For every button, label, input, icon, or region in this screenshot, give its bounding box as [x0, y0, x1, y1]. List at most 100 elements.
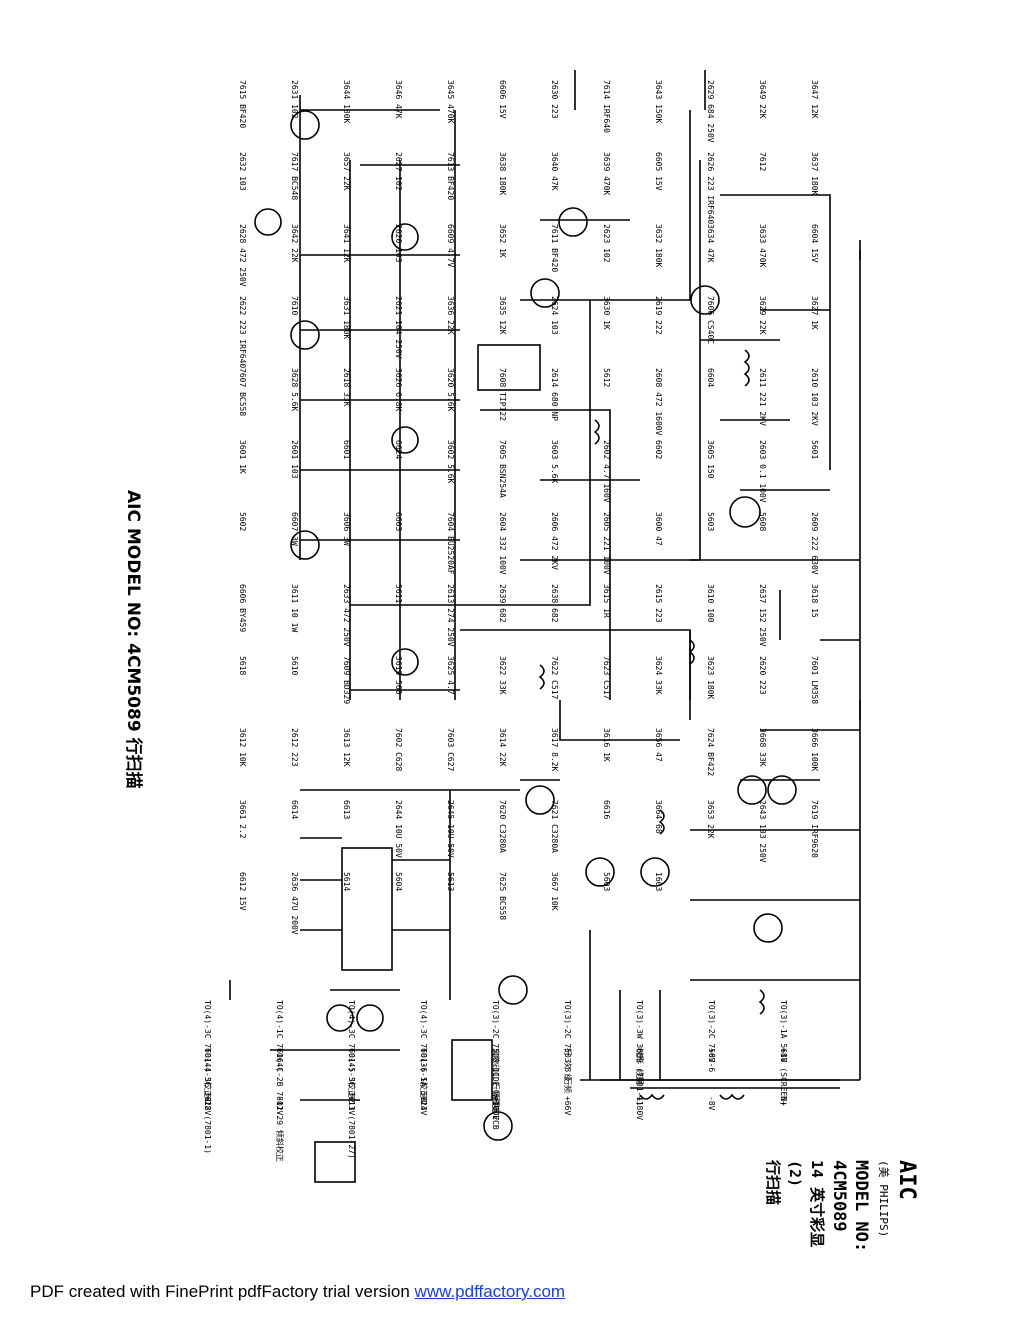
- component-label-18: 3640 47K: [550, 152, 559, 191]
- component-label-118: 3668 33K: [758, 728, 767, 767]
- component-label-22: 7612: [758, 152, 767, 171]
- pdf-footer: PDF created with FinePrint pdfFactory tr…: [30, 1282, 565, 1302]
- component-label-70: 2603 0.1 100V: [758, 440, 767, 503]
- component-label-93: 3610 100: [706, 584, 715, 623]
- component-label-54: 2614 680 NP: [550, 368, 559, 421]
- component-label-128: 3664 68: [654, 800, 663, 834]
- component-label-86: 2633 472 250V: [342, 584, 351, 647]
- annotation-label-22: +100V: [491, 1096, 500, 1120]
- component-label-27: 2620 103: [394, 224, 403, 263]
- model-label: MODEL NO:: [851, 1160, 871, 1252]
- brand-note: (美 PHILIPS): [877, 1160, 890, 1237]
- component-label-133: 2636 47U 200V: [290, 872, 299, 935]
- component-label-81: 5603: [706, 512, 715, 531]
- component-label-10: 3649 22K: [758, 80, 767, 119]
- component-label-25: 3642 22K: [290, 224, 299, 263]
- component-label-130: 2643 103 250V: [758, 800, 767, 863]
- component-label-126: 7621 C3280A: [550, 800, 559, 853]
- component-label-103: 7623 C517: [602, 656, 611, 700]
- component-label-134: 5614: [342, 872, 351, 891]
- component-label-9: 2629 684 250V: [706, 80, 715, 143]
- component-label-105: 3623 180K: [706, 656, 715, 700]
- annotation-label-9: TO(4)-3C 3628 (7801-1): [203, 1048, 212, 1154]
- component-label-120: 3661 2.2: [238, 800, 247, 839]
- component-label-109: 2612 223: [290, 728, 299, 767]
- annotation-label-15: 枕形 线圈: [635, 1048, 645, 1085]
- component-label-72: 5602: [238, 512, 247, 531]
- component-label-3: 3646 47K: [394, 80, 403, 119]
- component-label-77: 2604 332 100V: [498, 512, 507, 575]
- component-label-28: 6609 4.7V: [446, 224, 455, 268]
- component-label-40: 3636 22K: [446, 296, 455, 335]
- component-label-115: 3616 1K: [602, 728, 611, 762]
- component-label-13: 7617 BC548: [290, 152, 299, 200]
- component-label-58: 2611 221 2KV: [758, 368, 767, 426]
- annotation-label-8: TO(3)-1A 5618 (SCREEN): [779, 1000, 788, 1106]
- component-label-29: 3652 1K: [498, 224, 507, 258]
- component-label-50: 2618 33K: [342, 368, 351, 407]
- component-label-84: 6606 BY459: [238, 584, 247, 632]
- component-label-31: 2623 102: [602, 224, 611, 263]
- component-label-123: 2644 10U 50V: [394, 800, 403, 858]
- annotation-label-16: +6V: [707, 1048, 716, 1063]
- annotation-label-20: +13V: [347, 1096, 356, 1115]
- component-label-11: 3647 12K: [810, 80, 819, 119]
- component-label-107: 7601 LM358: [810, 656, 819, 704]
- component-label-92: 2615 223: [654, 584, 663, 623]
- component-label-132: 6612 15V: [238, 872, 247, 911]
- component-label-101: 3622 33K: [498, 656, 507, 695]
- component-label-38: 3631 180K: [342, 296, 351, 340]
- component-label-24: 2628 472 250V: [238, 224, 247, 287]
- component-label-69: 3605 150: [706, 440, 715, 479]
- component-label-47: 3627 1K: [810, 296, 819, 330]
- component-label-0: 7615 BF420: [238, 80, 247, 128]
- brand-label: AIC: [894, 1160, 919, 1200]
- component-label-99: 3619 560: [394, 656, 403, 695]
- component-label-124: 2645 10U 50V: [446, 800, 455, 858]
- component-label-79: 2605 221 100V: [602, 512, 611, 575]
- component-label-7: 7614 IRF640: [602, 80, 611, 133]
- annotation-label-23: +66V: [563, 1096, 572, 1115]
- component-label-135: 5604: [394, 872, 403, 891]
- component-label-2: 3644 180K: [342, 80, 351, 124]
- component-label-33: 3634 47K: [706, 224, 715, 263]
- component-label-139: 5603: [602, 872, 611, 891]
- component-label-51: 3626 6.8K: [394, 368, 403, 412]
- main-title: AIC MODEL NO: 4CM5089 行扫描: [123, 490, 144, 789]
- component-label-8: 3643 150K: [654, 80, 663, 124]
- annotation-label-11: TO(4)-3C 3611 (7801-27): [347, 1048, 356, 1159]
- component-label-102: 7622 C517: [550, 656, 559, 700]
- component-label-19: 3639 470K: [602, 152, 611, 196]
- component-label-106: 2620 223: [758, 656, 767, 695]
- component-label-43: 3630 1K: [602, 296, 611, 330]
- component-label-100: 3625 4.7: [446, 656, 455, 695]
- annotation-label-1: TO(4)-1C 7616-C: [275, 1000, 284, 1072]
- component-label-129: 3653 22K: [706, 800, 715, 839]
- component-label-30: 7611 BF420: [550, 224, 559, 272]
- component-label-39: 2621 104 250V: [394, 296, 403, 359]
- annotation-label-7: TO(3)-2C 7503-6: [707, 1000, 716, 1072]
- component-label-138: 3667 10K: [550, 872, 559, 911]
- component-label-26: 3641 12K: [342, 224, 351, 263]
- component-label-96: 5618: [238, 656, 247, 675]
- component-label-63: 6624: [394, 440, 403, 459]
- footer-text: PDF created with FinePrint pdfFactory tr…: [30, 1282, 410, 1301]
- annotation-label-24: +180V: [635, 1096, 644, 1120]
- component-label-66: 3603 5.6K: [550, 440, 559, 484]
- component-label-80: 3600 47: [654, 512, 663, 546]
- component-label-94: 2637 152 250V: [758, 584, 767, 647]
- component-label-122: 6613: [342, 800, 351, 819]
- component-label-110: 3613 12K: [342, 728, 351, 767]
- component-label-73: 6607 3W: [290, 512, 299, 546]
- annotation-label-26: B+: [779, 1096, 788, 1106]
- component-label-131: 7619 IRF9620: [810, 800, 819, 858]
- component-label-76: 7604 BU2520AF: [446, 512, 455, 575]
- annotation-label-13: 实物印CDE 原理印ECB: [491, 1048, 501, 1130]
- component-label-136: 5613: [446, 872, 455, 891]
- component-label-12: 2632 103: [238, 152, 247, 191]
- component-label-14: 3657 22K: [342, 152, 351, 191]
- footer-link[interactable]: www.pdffactory.com: [414, 1282, 566, 1301]
- component-label-59: 2610 103 2KV: [810, 368, 819, 426]
